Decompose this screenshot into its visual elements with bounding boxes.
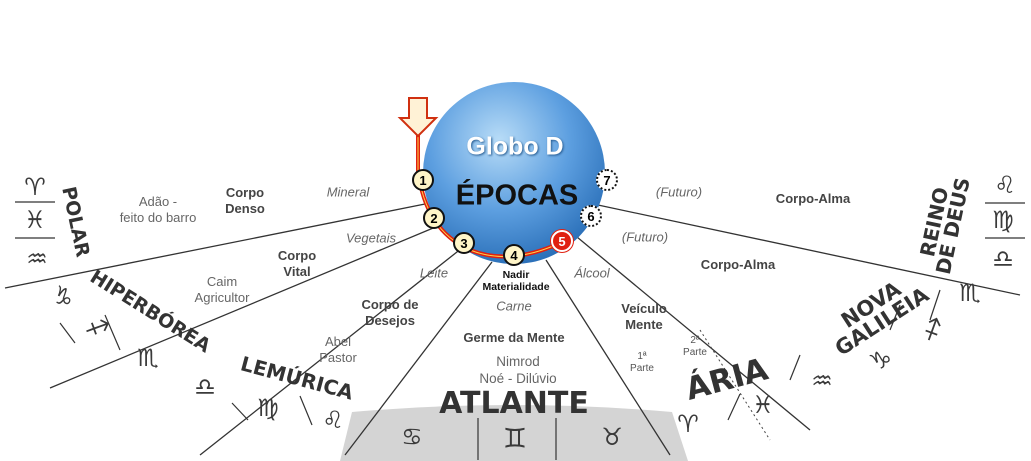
body-corpo-desejos: Corpo de Desejos xyxy=(361,296,419,328)
aria-divider xyxy=(699,329,771,441)
taurus-icon: ♉ xyxy=(601,423,623,451)
people-caim: Caim Agricultor xyxy=(194,273,250,305)
kingdom-alcool: Álcool xyxy=(574,265,610,281)
scorpio-icon: ♏ xyxy=(137,344,159,372)
aries-icon: ♈ xyxy=(24,173,46,201)
aries-icon-2: ♈ xyxy=(677,410,699,438)
boundary-line xyxy=(576,236,811,431)
body-germe-mente: Germe da Mente xyxy=(463,329,565,345)
kingdom-vegetais: Vegetais xyxy=(345,230,397,246)
leo-icon: ♌ xyxy=(322,406,344,434)
body-corpo-alma-2: Corpo-Alma xyxy=(775,190,851,206)
epoch-circle-4: 4 xyxy=(503,244,525,266)
libra-icon: ♎ xyxy=(194,373,216,401)
epoch-circle-7: 7 xyxy=(596,169,618,191)
boundary-line xyxy=(4,203,426,289)
people-nimrod: Nimrod Noé - Dilúvio xyxy=(479,354,557,386)
aria-part-2: 2ª Parte xyxy=(683,335,707,358)
virgo-icon-2: ♍ xyxy=(992,206,1014,234)
atlante-band xyxy=(340,405,688,461)
epoch-circle-6: 6 xyxy=(580,205,602,227)
scorpio-icon-2: ♏ xyxy=(959,279,981,307)
boundary-line xyxy=(199,247,463,456)
kingdom-mineral: Mineral xyxy=(326,184,370,200)
epoch-atlante: ATLANTE xyxy=(439,386,589,421)
boundary-line xyxy=(545,259,671,456)
aria-part-1: 1ª Parte xyxy=(630,351,654,374)
epoch-circle-3: 3 xyxy=(453,232,475,254)
pisces-icon: ♓ xyxy=(24,206,46,234)
aquarius-icon-2: ♒ xyxy=(811,367,833,395)
epoch-circle-2: 2 xyxy=(423,207,445,229)
body-veiculo-mente: Veículo Mente xyxy=(621,300,667,332)
kingdom-futuro-2: (Futuro) xyxy=(655,184,703,200)
body-corpo-vital: Corpo Vital xyxy=(277,247,317,279)
down-arrow-icon xyxy=(397,97,439,138)
people-adao: Adão - feito do barro xyxy=(119,193,197,225)
body-corpo-alma-1: Corpo-Alma xyxy=(700,256,776,272)
epoch-circle-1: 1 xyxy=(412,169,434,191)
cancer-icon: ♋ xyxy=(401,423,423,451)
nadir-label: Nadir Materialidade xyxy=(482,268,550,293)
virgo-icon: ♍ xyxy=(257,394,279,422)
boundary-line xyxy=(49,225,439,389)
boundary-line xyxy=(597,204,1021,296)
pisces-icon-2: ♓ xyxy=(752,391,774,419)
libra-icon-2: ♎ xyxy=(992,245,1014,273)
kingdom-carne: Carne xyxy=(496,298,532,314)
leo-icon-2: ♌ xyxy=(994,171,1016,199)
epoch-circle-5: 5 xyxy=(551,230,573,252)
globe xyxy=(423,82,605,264)
boundary-line xyxy=(344,261,493,456)
kingdom-futuro-1: (Futuro) xyxy=(621,229,669,245)
globe-subtitle: ÉPOCAS xyxy=(455,179,579,212)
gemini-icon: ♊ xyxy=(502,423,528,455)
people-abel: Abel Pastor xyxy=(319,333,357,365)
kingdom-leite: Leite xyxy=(419,265,449,281)
aquarius-icon: ♒ xyxy=(26,245,48,273)
body-corpo-denso: Corpo Denso xyxy=(225,184,265,216)
globe-title: Globo D xyxy=(466,132,564,161)
